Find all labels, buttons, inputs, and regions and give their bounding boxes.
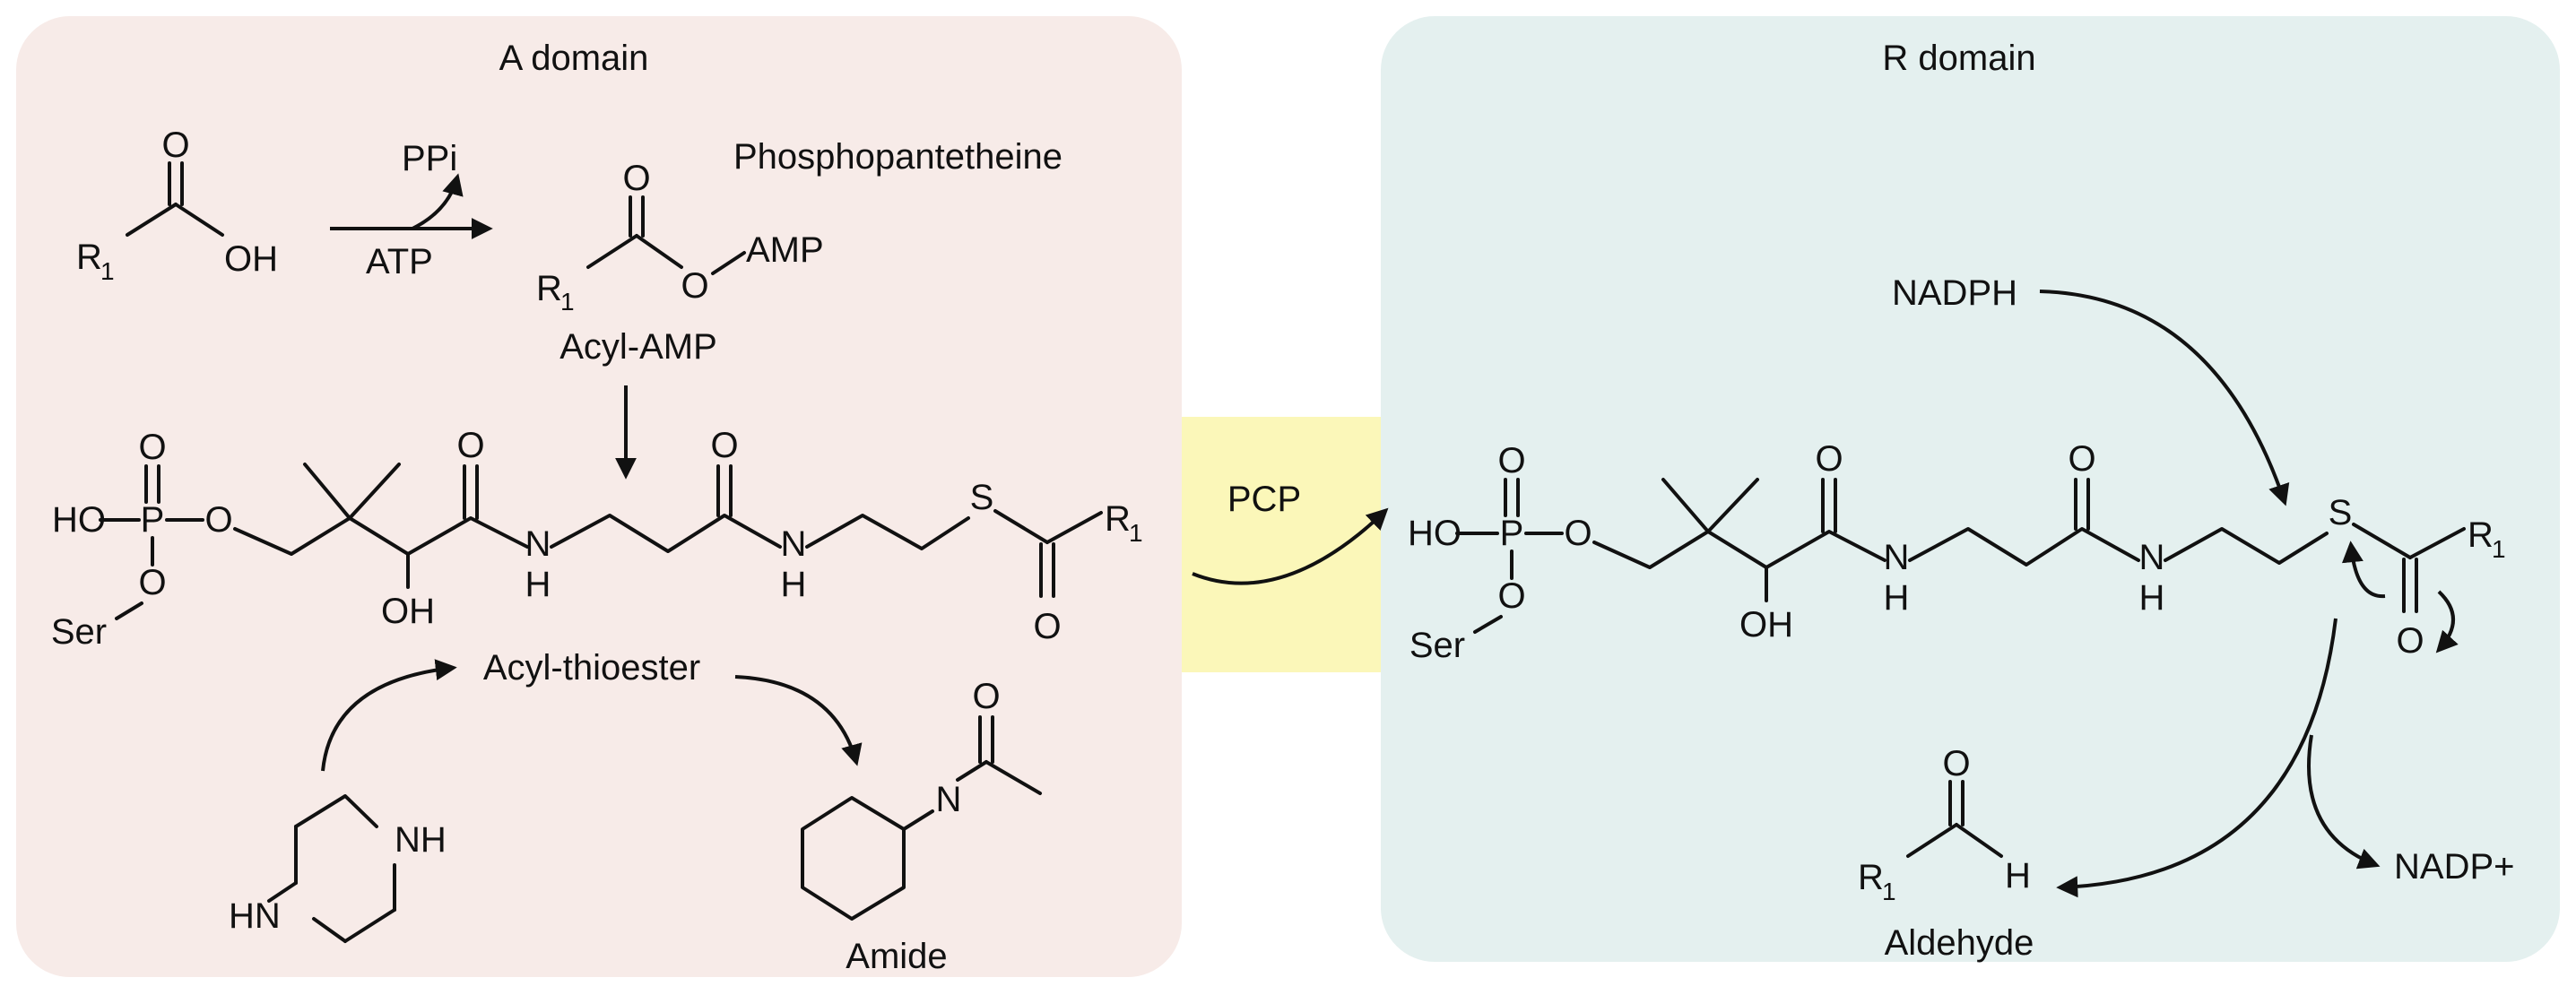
carbonyl-electron-arrow xyxy=(2435,590,2459,653)
r-thioester-chain: HO P O O O Ser OH O N H O N H S O R xyxy=(1408,439,2506,665)
pcp-transfer-arrow xyxy=(1192,507,1389,585)
svg-text:ATP: ATP xyxy=(366,242,433,281)
svg-text:N: N xyxy=(781,524,807,564)
svg-text:1: 1 xyxy=(1129,519,1143,547)
amide-structure: N O xyxy=(801,677,1042,921)
svg-text:N: N xyxy=(2139,538,2165,577)
svg-text:NH: NH xyxy=(395,820,447,860)
svg-text:O: O xyxy=(1033,607,1061,646)
svg-text:R: R xyxy=(2468,515,2494,555)
svg-text:H: H xyxy=(781,565,807,604)
r-domain-panel xyxy=(1381,16,2560,962)
svg-text:S: S xyxy=(970,478,994,517)
svg-text:O: O xyxy=(710,426,738,465)
nadph-label: NADPH xyxy=(1892,273,2017,313)
piperazine: NH HN xyxy=(229,794,447,943)
svg-text:O: O xyxy=(161,125,189,165)
a-domain-panel xyxy=(16,16,1182,977)
atp-arrow: PPi ATP xyxy=(330,139,493,281)
svg-text:O: O xyxy=(972,677,1000,716)
svg-text:O: O xyxy=(456,426,484,465)
svg-text:P: P xyxy=(141,500,165,540)
svg-text:1: 1 xyxy=(1882,878,1896,905)
sulfur-electron-arrow xyxy=(2341,541,2386,599)
svg-text:R: R xyxy=(1105,499,1131,539)
aldehyde-label: Aldehyde xyxy=(1885,923,2034,963)
carboxylic-acid: O OH R 1 xyxy=(76,125,278,285)
svg-text:1: 1 xyxy=(100,257,115,285)
svg-text:OH: OH xyxy=(1739,605,1793,645)
svg-text:N: N xyxy=(936,780,962,819)
a-thioester-chain: HO P O O O Ser OH O N H O N H S O R xyxy=(51,426,1143,652)
pcp-label: PCP xyxy=(1227,480,1301,519)
svg-text:H: H xyxy=(2005,856,2031,896)
svg-text:O: O xyxy=(1497,576,1525,616)
svg-text:AMP: AMP xyxy=(746,230,824,270)
svg-text:1: 1 xyxy=(560,288,575,316)
svg-text:O: O xyxy=(138,563,166,602)
svg-text:O: O xyxy=(622,159,650,198)
svg-text:O: O xyxy=(1942,744,1970,783)
acyl-thioester-label: Acyl-thioester xyxy=(483,648,700,688)
acyl-amp: O O AMP R 1 xyxy=(536,159,824,316)
svg-text:H: H xyxy=(2139,578,2165,618)
piperazine-attack-arrow xyxy=(321,659,457,772)
svg-text:N: N xyxy=(1884,538,1910,577)
svg-text:HN: HN xyxy=(229,896,281,936)
svg-text:S: S xyxy=(2329,493,2353,532)
svg-text:R: R xyxy=(76,238,102,277)
svg-text:1: 1 xyxy=(2492,535,2506,563)
pcp-band xyxy=(1179,417,1403,672)
acyl-amp-label: Acyl-AMP xyxy=(559,327,717,367)
svg-text:OH: OH xyxy=(381,592,435,631)
svg-text:O: O xyxy=(2396,621,2424,661)
amide-label: Amide xyxy=(846,937,947,976)
r-domain-title: R domain xyxy=(1882,39,2035,78)
nadp-release-arrow xyxy=(2307,734,2381,870)
svg-text:H: H xyxy=(1884,578,1910,618)
svg-text:N: N xyxy=(525,524,551,564)
svg-text:O: O xyxy=(138,428,166,467)
svg-text:P: P xyxy=(1500,514,1524,553)
svg-text:Ser: Ser xyxy=(51,612,107,652)
svg-text:R: R xyxy=(1858,858,1884,897)
svg-text:O: O xyxy=(204,500,232,540)
aldehyde-structure: O H R 1 xyxy=(1858,744,2031,905)
phosphopantetheine-label: Phosphopantetheine xyxy=(733,137,1062,177)
a-domain-title: A domain xyxy=(499,39,649,78)
nadp-label: NADP+ xyxy=(2394,847,2515,887)
amide-formation-arrow xyxy=(734,675,863,766)
svg-text:HO: HO xyxy=(1408,514,1461,553)
svg-text:PPi: PPi xyxy=(402,139,457,178)
svg-text:O: O xyxy=(1497,441,1525,480)
svg-text:O: O xyxy=(1815,439,1843,479)
svg-text:O: O xyxy=(1564,514,1592,553)
svg-text:HO: HO xyxy=(52,500,106,540)
svg-text:Ser: Ser xyxy=(1409,626,1465,665)
svg-text:O: O xyxy=(681,266,708,306)
svg-text:H: H xyxy=(525,565,551,604)
aldehyde-release-arrow xyxy=(2056,618,2337,898)
svg-text:R: R xyxy=(536,269,562,308)
svg-text:OH: OH xyxy=(224,239,278,279)
nadph-hydride-arrow xyxy=(2039,290,2290,506)
svg-text:O: O xyxy=(2068,439,2095,479)
